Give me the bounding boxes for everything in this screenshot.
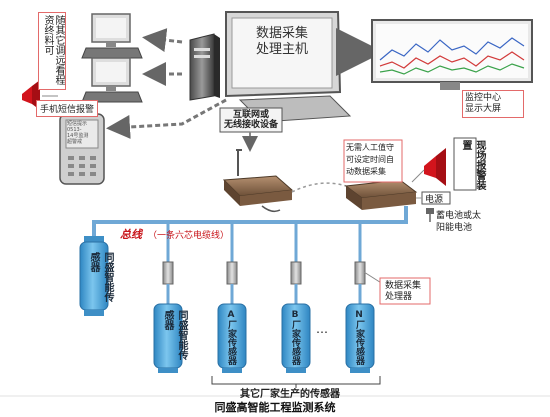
sensor-body-4 xyxy=(345,303,375,373)
sensor-body-1 xyxy=(153,303,183,373)
sms-label: 手机短信报警 xyxy=(36,100,99,117)
bus-sensor-label: 同盛智能传感器 xyxy=(88,252,113,302)
alarm-label: 现场报警装置 xyxy=(460,140,485,190)
bus-note: （一条六芯电缆线） xyxy=(148,231,230,241)
converter-3 xyxy=(290,261,302,285)
client-note: 随其它调远看程资终料可 xyxy=(38,12,66,90)
sensor-a-label: A厂家传感器 xyxy=(226,310,236,365)
daq-unit-icon xyxy=(344,179,418,210)
client-pc-top xyxy=(81,13,143,59)
host-monitor-icon xyxy=(225,11,352,123)
sensor-left-label: 同盛智能传感器 xyxy=(162,310,187,360)
sensor-body-3 xyxy=(281,303,311,373)
sensor-b-label: B厂家传感器 xyxy=(290,310,300,365)
battery-label: 蓄电池或太 阳能电池 xyxy=(436,211,482,233)
others-label: 其它厂家生产的传感器 xyxy=(240,389,340,400)
power-tag: 电源 xyxy=(425,195,444,205)
bus-label: 总线 xyxy=(120,228,142,241)
sensor-dots: … xyxy=(316,322,328,336)
converter-1 xyxy=(162,261,174,285)
daq-label: 数据采集 处理器 xyxy=(385,281,422,302)
client-pc-bottom xyxy=(81,57,143,103)
network-label: 互联网或 无线接收设备 xyxy=(223,110,278,130)
phone-icon xyxy=(59,113,105,185)
monitor-label: 监控中心 显示大屏 xyxy=(462,90,524,118)
phone-screen-text: 短信提示 0513- 14号监测 超警戒 xyxy=(67,121,89,145)
host-label: 数据采集 处理主机 xyxy=(255,26,308,57)
sensor-icon xyxy=(79,236,109,316)
sensor-body-2 xyxy=(217,303,247,373)
sensor-n-label: N厂家传感器 xyxy=(354,310,364,365)
unattended-note: 无需人工值守 可设定时间自 动数据采集 xyxy=(346,143,394,176)
converter-4 xyxy=(354,261,366,285)
converter-2 xyxy=(226,261,238,285)
router-icon xyxy=(222,149,294,213)
site-alarm-icon xyxy=(424,148,446,186)
diagram-caption: 同盛高智能工程监测系统 xyxy=(214,401,336,414)
monitor-screen-icon xyxy=(371,19,533,90)
bus-line xyxy=(92,206,408,236)
plug-icon xyxy=(426,208,434,222)
host-tower-icon xyxy=(189,33,220,101)
